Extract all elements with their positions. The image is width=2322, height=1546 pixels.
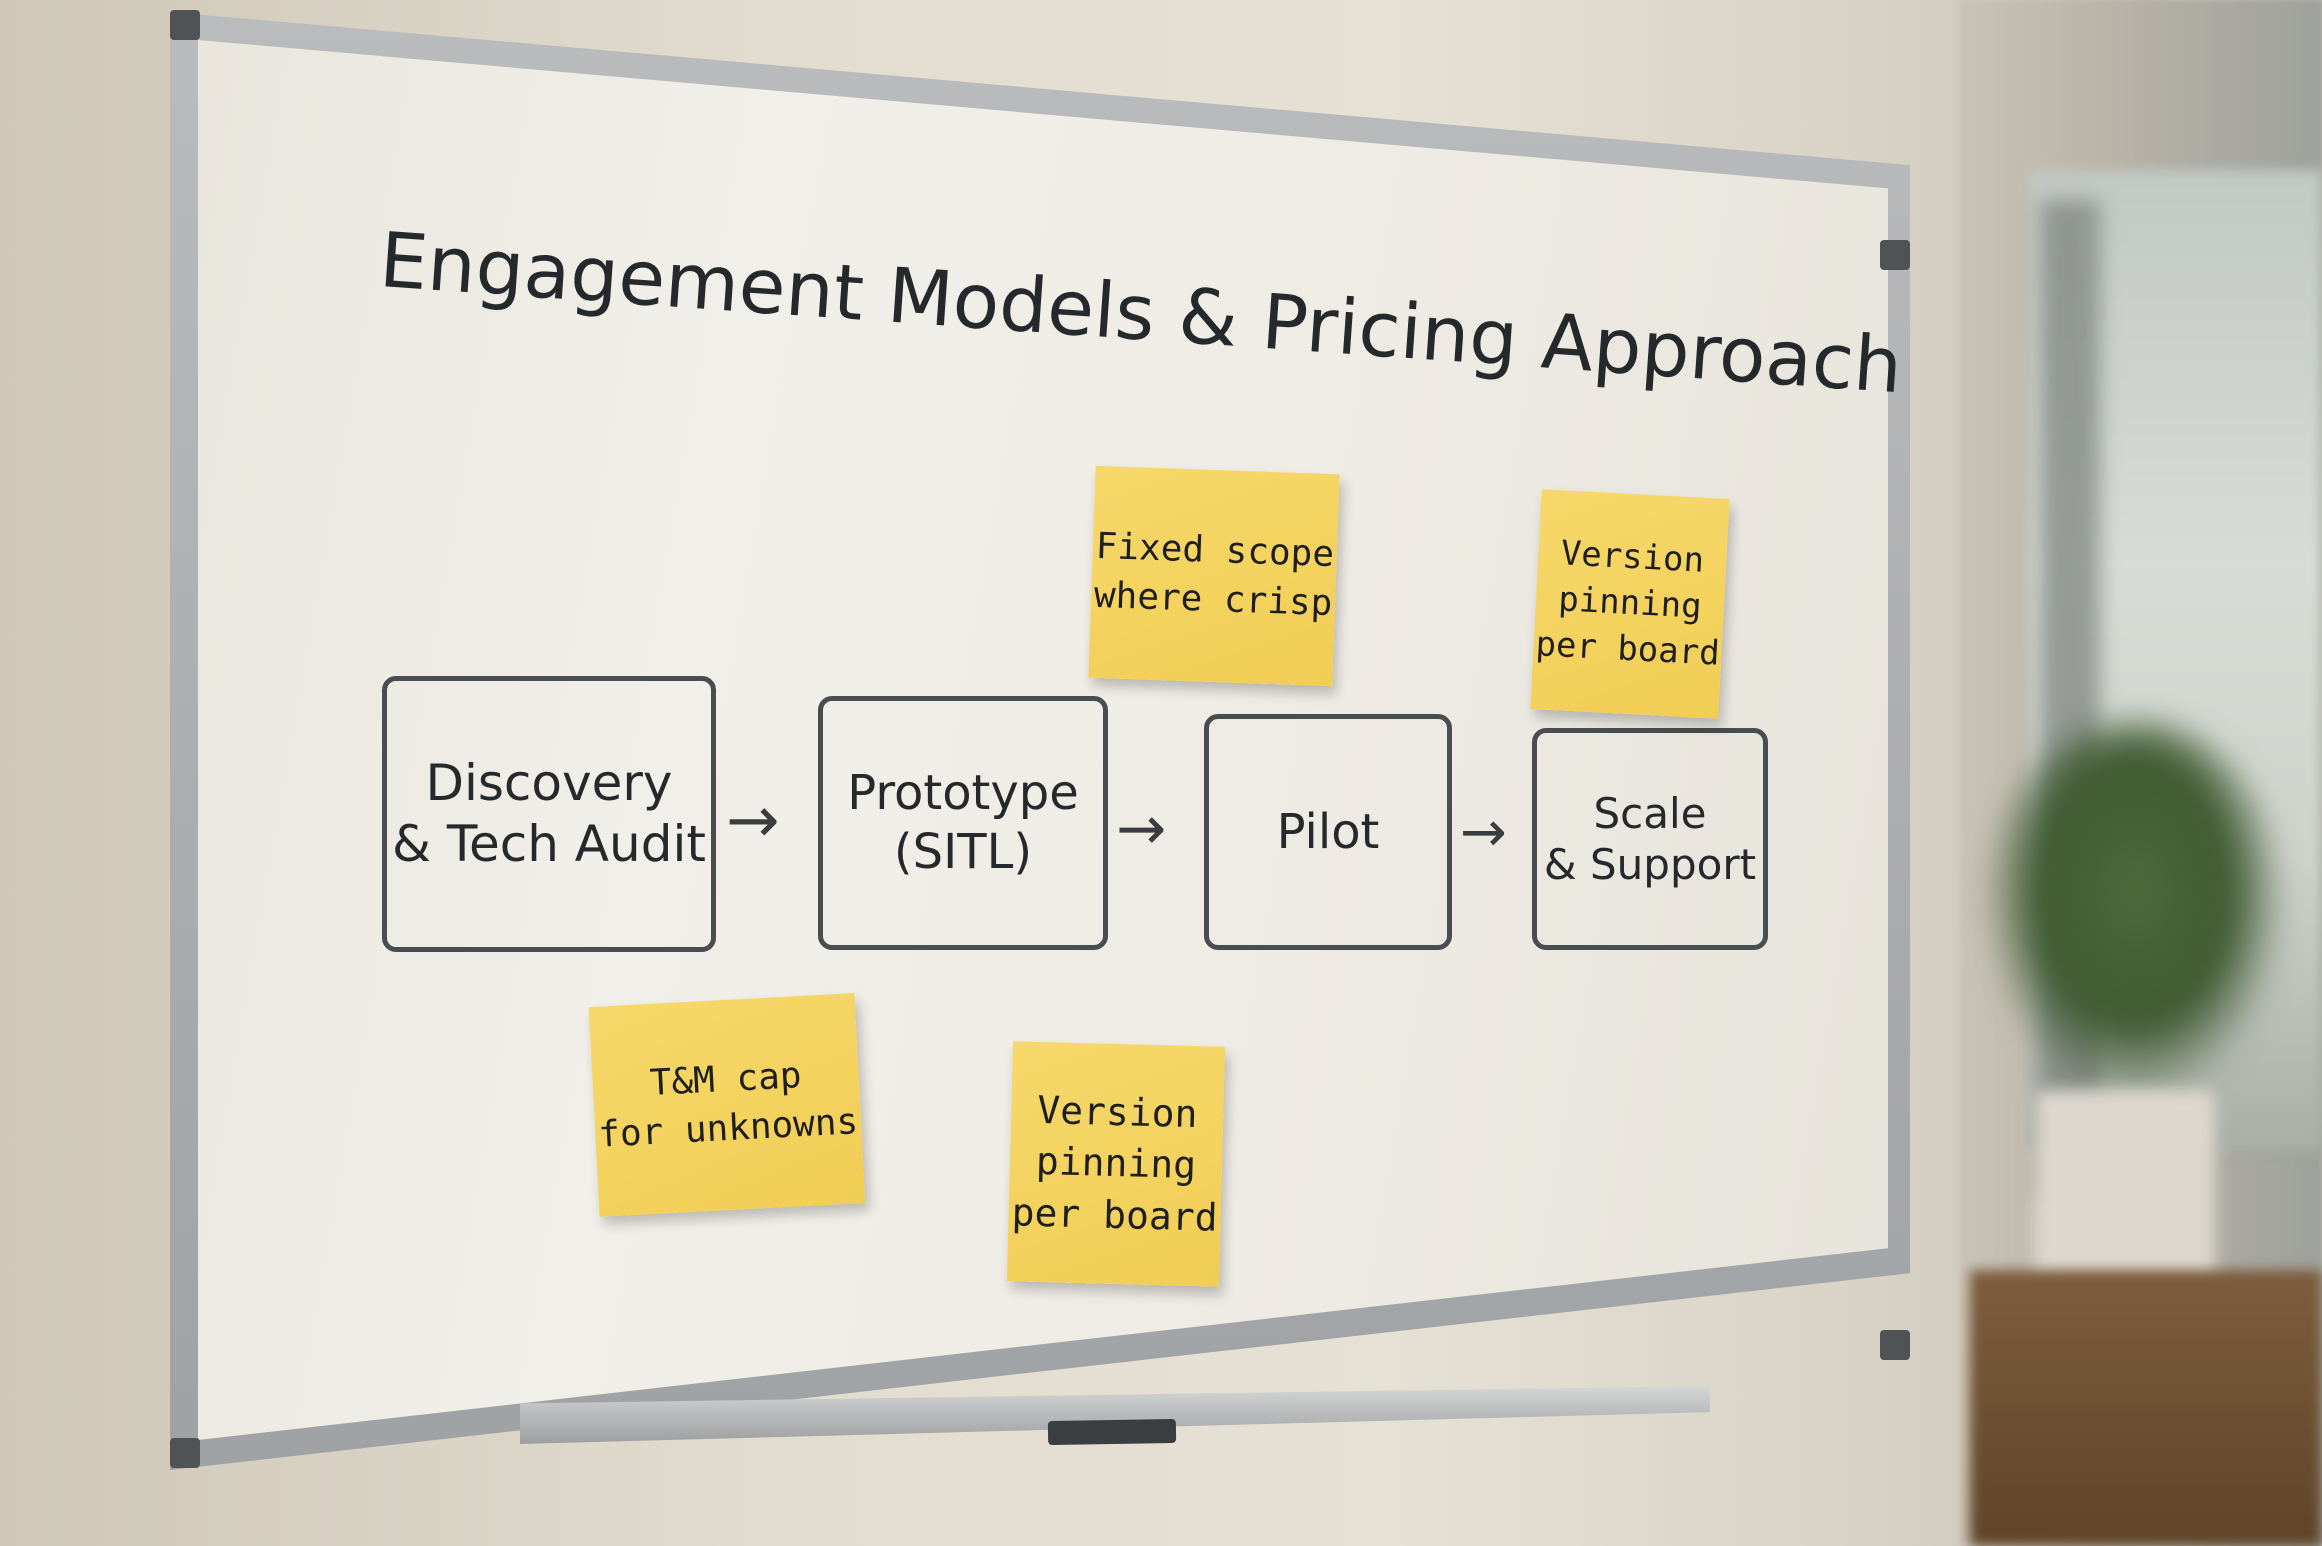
potted-plant (1985, 720, 2285, 1100)
sticky-note-fixed-scope: Fixed scope where crisp (1088, 465, 1340, 687)
frame-corner-top-left (170, 10, 200, 40)
step-pilot-label: Pilot (1276, 803, 1380, 860)
step-discovery-label: Discovery & Tech Audit (392, 754, 706, 873)
frame-corner-bottom-left (170, 1438, 200, 1468)
step-pilot: Pilot (1204, 714, 1452, 950)
arrow-icon: → (1460, 800, 1507, 865)
frame-corner-bottom-right (1880, 1330, 1910, 1360)
arrow-icon: → (1116, 794, 1167, 864)
sticky-note-tm-cap: T&M cap for unknowns (588, 993, 866, 1217)
sticky-note-version-pinning-top: Version pinning per board (1530, 489, 1730, 719)
sticky-note-text: T&M cap for unknowns (597, 1055, 860, 1156)
frame-corner-top-right (1880, 240, 1910, 270)
step-discovery: Discovery & Tech Audit (382, 676, 716, 952)
sticky-note-version-pinning-bottom: Version pinning per board (1006, 1041, 1226, 1287)
sticky-note-text: Fixed scope where crisp (1093, 526, 1335, 625)
arrow-icon: → (726, 784, 780, 858)
step-prototype-label: Prototype (SITL) (847, 765, 1079, 880)
wooden-cabinet (1970, 1270, 2322, 1546)
step-prototype: Prototype (SITL) (818, 696, 1108, 950)
step-scale: Scale & Support (1532, 728, 1768, 950)
step-scale-label: Scale & Support (1543, 788, 1757, 889)
sticky-note-text: Version pinning per board (1534, 533, 1721, 674)
plant-pot (2035, 1090, 2215, 1290)
sticky-note-text: Version pinning per board (1011, 1087, 1219, 1240)
whiteboard-eraser (1047, 1418, 1177, 1446)
